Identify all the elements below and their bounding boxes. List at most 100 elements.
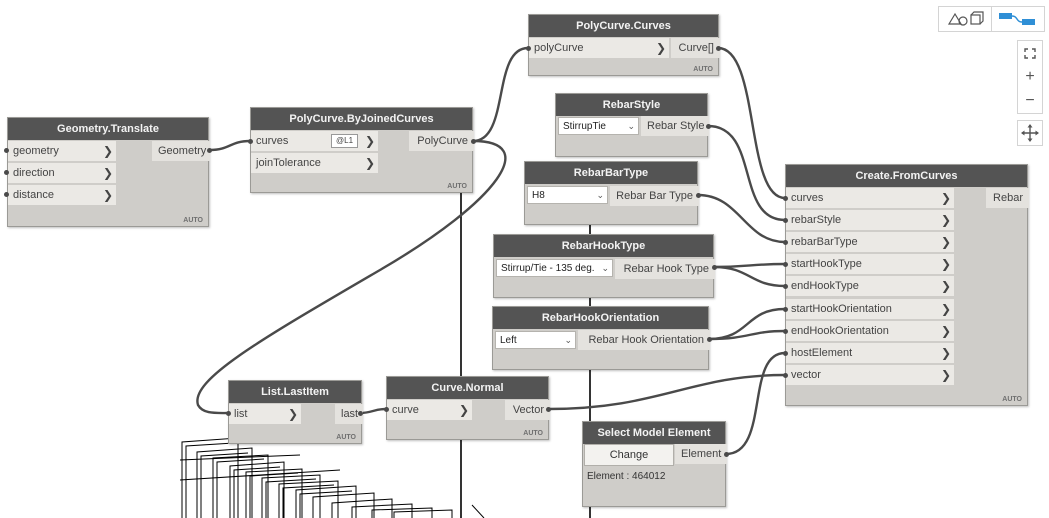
wire-endpoint	[724, 452, 729, 457]
input-port-starthooktype[interactable]: startHookType❯	[786, 254, 954, 274]
output-port-rebar[interactable]: Rebar	[986, 188, 1029, 208]
input-port-curve[interactable]: curve ❯	[387, 400, 472, 420]
output-port-rebar-hook-orientation[interactable]: Rebar Hook Orientation	[578, 330, 710, 350]
rebar-bar-type-dropdown[interactable]: H8⌄	[527, 186, 608, 204]
geometry-view-button[interactable]	[939, 7, 992, 31]
zoom-in-button[interactable]: +	[1025, 68, 1035, 85]
output-port-rebar-bar-type[interactable]: Rebar Bar Type	[610, 186, 699, 206]
lacing-label: AUTO	[1002, 396, 1022, 403]
port-label: Rebar Bar Type	[616, 190, 693, 202]
input-port-geometry[interactable]: geometry❯	[8, 141, 116, 161]
input-port-rebarstyle[interactable]: rebarStyle❯	[786, 210, 954, 230]
rebar-hook-orientation-dropdown[interactable]: Left⌄	[495, 331, 576, 349]
port-label: Rebar Style	[647, 120, 705, 132]
input-port-starthookorientation[interactable]: startHookOrientation ❯	[786, 299, 954, 319]
node-rebarbartype[interactable]: RebarBarType H8⌄ Rebar Bar Type	[524, 161, 699, 225]
graph-view-button[interactable]	[992, 7, 1044, 31]
input-port-endhookorientation[interactable]: endHookOrientation ❯	[786, 321, 954, 341]
output-port-curve-list[interactable]: Curve[]	[671, 38, 720, 58]
node-list-lastitem[interactable]: List.LastItem list❯ last AUTO	[228, 380, 363, 444]
port-label: rebarStyle	[791, 214, 842, 226]
wire-endpoint	[4, 170, 9, 175]
dropdown-value: Left	[500, 335, 517, 346]
node-polycurve-byjoinedcurves[interactable]: PolyCurve.ByJoinedCurves curves @L1 ❯ jo…	[250, 107, 474, 193]
node-rebarstyle[interactable]: RebarStyle StirrupTie⌄ Rebar Style	[555, 93, 709, 157]
port-arrow-icon: ❯	[102, 166, 113, 180]
lacing-label: AUTO	[183, 217, 203, 224]
wire-bartype-to-create	[697, 193, 786, 244]
input-port-vector[interactable]: vector❯	[786, 365, 954, 385]
input-port-polycurve[interactable]: polyCurve❯	[529, 38, 669, 58]
pan-icon	[1021, 124, 1039, 142]
port-arrow-icon: ❯	[940, 346, 951, 360]
zoom-out-button[interactable]: −	[1025, 92, 1035, 109]
node-title: Geometry.Translate	[8, 118, 208, 140]
node-rebarhooktype[interactable]: RebarHookType Stirrup/Tie - 135 deg.⌄ Re…	[493, 234, 715, 298]
node-title: RebarStyle	[556, 94, 707, 116]
wire-endpoint	[783, 351, 788, 356]
port-arrow-icon: ❯	[940, 302, 951, 316]
output-port-polycurve[interactable]: PolyCurve	[409, 131, 474, 151]
port-label: curve	[392, 404, 419, 416]
port-arrow-icon: ❯	[102, 188, 113, 202]
port-label: joinTolerance	[256, 157, 321, 169]
wire-endpoint	[783, 284, 788, 289]
input-port-endhooktype[interactable]: endHookType❯	[786, 276, 954, 296]
port-label: endHookOrientation	[791, 325, 889, 337]
wire-endpoint	[712, 265, 717, 270]
output-port-element[interactable]: Element	[675, 444, 727, 464]
output-port-vector[interactable]: Vector	[505, 400, 550, 420]
port-label: startHookOrientation	[791, 303, 892, 315]
wire-endpoint	[783, 307, 788, 312]
element-info: Element : 464012	[587, 471, 666, 482]
input-port-list[interactable]: list❯	[229, 404, 301, 424]
input-port-jointolerance[interactable]: joinTolerance ❯	[251, 153, 378, 173]
wire-byjoined-to-lastitem	[196, 139, 507, 415]
port-arrow-icon: ❯	[940, 324, 951, 338]
output-port-last[interactable]: last	[335, 404, 363, 424]
node-polycurve-curves[interactable]: PolyCurve.Curves polyCurve❯ Curve[] AUTO	[528, 14, 720, 76]
port-label: Rebar Hook Orientation	[588, 334, 704, 346]
lacing-badge[interactable]: @L1	[331, 134, 359, 148]
output-port-rebar-hook-type[interactable]: Rebar Hook Type	[615, 259, 715, 279]
wire-endpoint	[358, 411, 363, 416]
input-port-curves[interactable]: curves @L1 ❯	[251, 131, 378, 151]
node-select-model-element[interactable]: Select Model Element Change Element Elem…	[582, 421, 727, 507]
wire-endpoint	[546, 407, 551, 412]
input-port-rebarbartype[interactable]: rebarBarType❯	[786, 232, 954, 252]
view-toggle	[938, 6, 1045, 32]
wire-endpoint	[783, 373, 788, 378]
input-port-distance[interactable]: distance❯	[8, 185, 116, 205]
wire-endpoint	[783, 329, 788, 334]
port-label: curves	[256, 135, 289, 147]
input-port-curves[interactable]: curves❯	[786, 188, 954, 208]
node-geometry-translate[interactable]: Geometry.Translate geometry❯ direction❯ …	[7, 117, 210, 227]
port-label: vector	[791, 369, 821, 381]
port-label: direction	[13, 167, 55, 179]
node-curve-normal[interactable]: Curve.Normal curve❯ Vector AUTO	[386, 376, 550, 440]
port-label: Element	[681, 448, 722, 460]
rebar-style-dropdown[interactable]: StirrupTie⌄	[558, 117, 639, 135]
port-arrow-icon: ❯	[102, 144, 113, 158]
zoom-fit-button[interactable]	[1018, 42, 1042, 64]
wire-endpoint	[706, 124, 711, 129]
input-port-direction[interactable]: direction ❯	[8, 163, 116, 183]
port-arrow-icon: ❯	[364, 156, 375, 170]
port-arrow-icon: ❯	[458, 403, 469, 417]
wire-endpoint	[526, 46, 531, 51]
wire-orient-to-end	[708, 329, 786, 341]
port-label: Rebar	[993, 192, 1023, 204]
rebar-hook-type-dropdown[interactable]: Stirrup/Tie - 135 deg.⌄	[496, 259, 613, 277]
chevron-down-icon: ⌄	[601, 263, 609, 273]
output-port-rebar-style[interactable]: Rebar Style	[641, 116, 709, 136]
pan-button[interactable]	[1018, 121, 1042, 145]
node-rebarhookorientation[interactable]: RebarHookOrientation Left⌄ Rebar Hook Or…	[492, 306, 710, 370]
wire-select-to-host	[725, 351, 786, 456]
change-button[interactable]: Change	[584, 444, 674, 466]
output-port-geometry[interactable]: Geometry	[152, 141, 210, 161]
wire-byjoined-to-curves	[472, 46, 529, 143]
input-port-hostelement[interactable]: hostElement❯	[786, 343, 954, 363]
node-create-fromcurves[interactable]: Create.FromCurves curves❯ rebarStyle❯ re…	[785, 164, 1029, 406]
